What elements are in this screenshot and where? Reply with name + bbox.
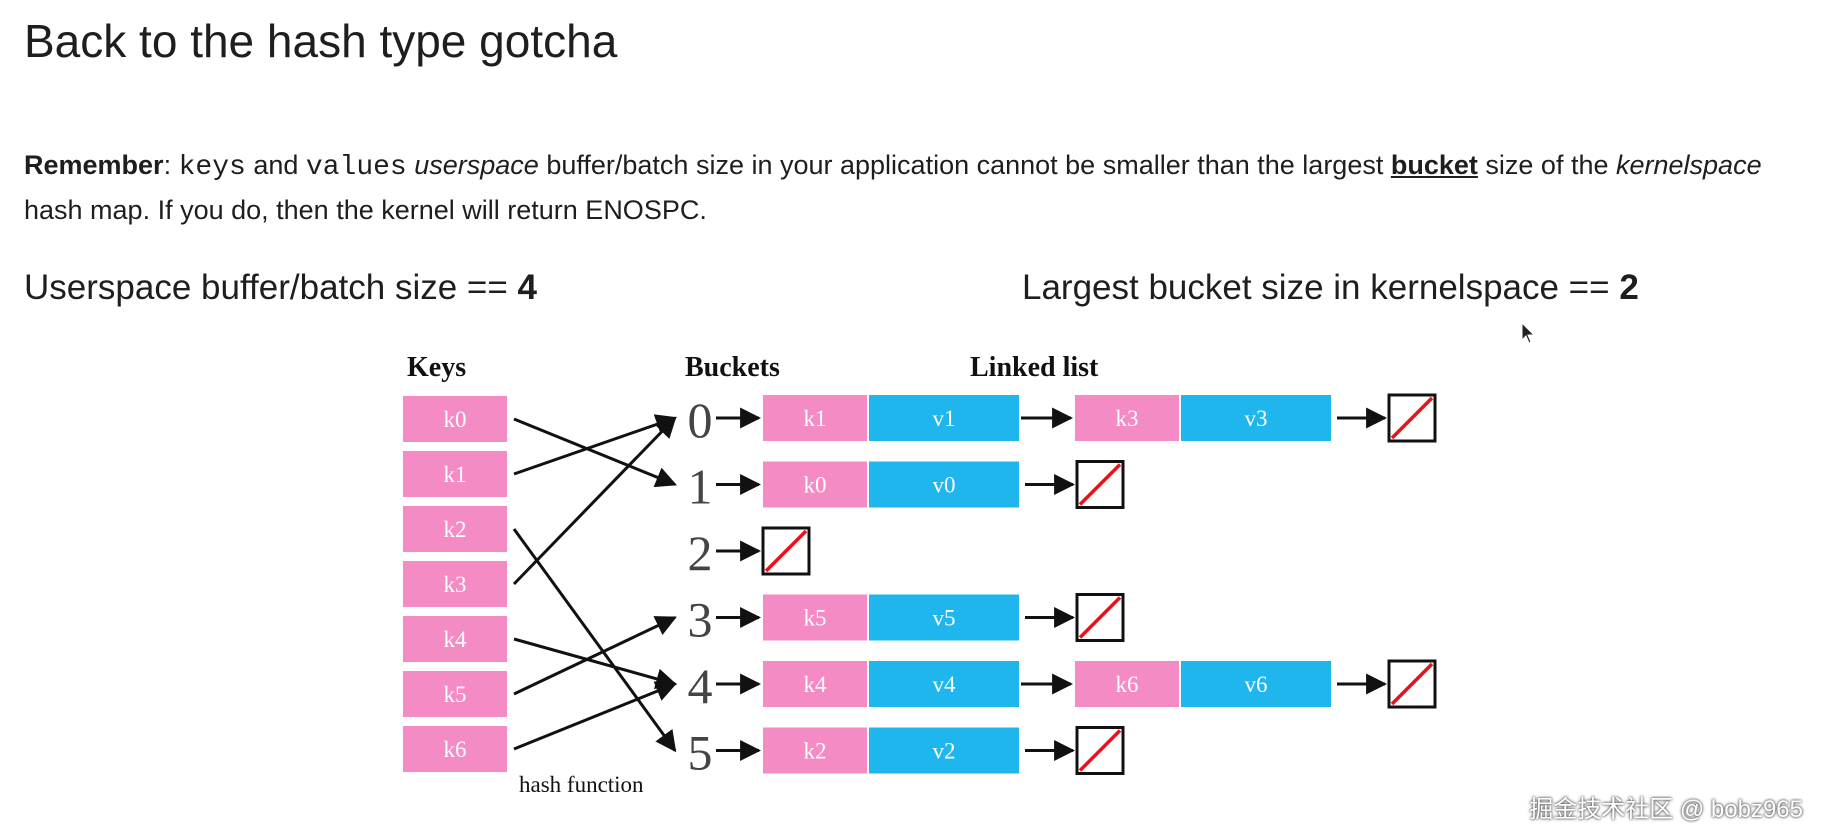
bucket-index: 1	[688, 459, 713, 515]
userspace-term: userspace	[414, 150, 539, 180]
node-value-cell	[1181, 661, 1331, 707]
node-value-label: v5	[933, 606, 956, 631]
node-value-label: v3	[1245, 406, 1268, 431]
hash-arrow	[512, 528, 677, 753]
key-cell	[403, 726, 507, 772]
key-cell	[403, 616, 507, 662]
kernelspace-term: kernelspace	[1616, 150, 1762, 180]
hash-arrow	[512, 416, 677, 586]
linked-list-header: Linked list	[970, 352, 1099, 383]
null-pointer-slash	[1078, 729, 1122, 772]
bucket-index: 2	[688, 525, 713, 581]
key-cell	[403, 561, 507, 607]
null-pointer-slash	[1078, 596, 1122, 639]
hash-function-label: hash function	[519, 772, 644, 797]
node-value-label: v0	[933, 473, 956, 498]
node-value-label: v6	[1245, 672, 1268, 697]
node-key-cell	[763, 594, 867, 641]
null-pointer-slash	[1078, 463, 1122, 506]
kernel-size-line: Largest bucket size in kernelspace == 2	[1022, 268, 1639, 307]
key-cell	[403, 671, 507, 717]
node-value-cell	[869, 594, 1019, 641]
node-value-cell	[869, 661, 1019, 707]
key-cell-label: k3	[444, 572, 467, 597]
node-key-label: k3	[1116, 406, 1139, 431]
node-value-cell	[869, 395, 1019, 441]
keys-header: Keys	[407, 352, 466, 383]
hash-arrow	[513, 637, 678, 690]
node-key-label: k4	[804, 672, 828, 697]
node-value-cell	[869, 727, 1019, 774]
remember-paragraph: Remember: keys and values userspace buff…	[24, 150, 1762, 225]
key-cell	[403, 451, 507, 497]
bucket-index: 3	[688, 592, 713, 648]
null-pointer-slash	[1390, 396, 1434, 440]
node-key-cell	[763, 395, 867, 441]
values-code: values	[305, 152, 407, 183]
hash-arrow	[513, 414, 677, 476]
key-cell-label: k0	[444, 407, 467, 432]
kernel-size-value: 2	[1619, 268, 1639, 307]
node-value-label: v1	[933, 406, 956, 431]
slide-title: Back to the hash type gotcha	[24, 15, 618, 67]
hash-arrow	[513, 616, 677, 696]
key-cell-label: k2	[444, 517, 467, 542]
node-value-cell	[1181, 395, 1331, 441]
key-cell-label: k4	[444, 627, 468, 652]
node-key-cell	[1075, 395, 1179, 441]
remember-label: Remember	[24, 150, 164, 180]
bucket-index: 5	[688, 725, 713, 781]
keys-code: keys	[178, 152, 246, 183]
node-key-label: k0	[804, 473, 827, 498]
node-key-cell	[763, 727, 867, 774]
hash-arrow	[513, 417, 677, 488]
node-key-label: k6	[1116, 672, 1139, 697]
mouse-cursor-icon	[1521, 322, 1536, 344]
hash-arrow	[513, 681, 677, 751]
node-key-cell	[763, 461, 867, 508]
node-value-cell	[869, 461, 1019, 508]
node-key-label: k2	[804, 739, 827, 764]
userspace-size-value: 4	[517, 268, 537, 307]
node-value-label: v2	[933, 739, 956, 764]
key-cell	[403, 396, 507, 442]
node-key-label: k5	[804, 606, 827, 631]
buckets-header: Buckets	[685, 352, 780, 383]
bucket-index: 0	[688, 392, 713, 448]
null-pointer-slash	[1390, 662, 1434, 706]
key-cell-label: k1	[444, 462, 467, 487]
null-pointer-slash	[764, 529, 808, 573]
node-key-cell	[763, 661, 867, 707]
key-cell	[403, 506, 507, 552]
node-key-cell	[1075, 661, 1179, 707]
bucket-term: bucket	[1390, 150, 1478, 180]
userspace-size-line: Userspace buffer/batch size == 4	[24, 268, 537, 307]
key-cell-label: k5	[444, 682, 467, 707]
node-key-label: k1	[804, 406, 827, 431]
key-cell-label: k6	[444, 737, 467, 762]
node-value-label: v4	[933, 672, 957, 697]
watermark: 掘金技术社区 @ bobz965	[1529, 796, 1803, 823]
bucket-index: 4	[688, 658, 713, 714]
